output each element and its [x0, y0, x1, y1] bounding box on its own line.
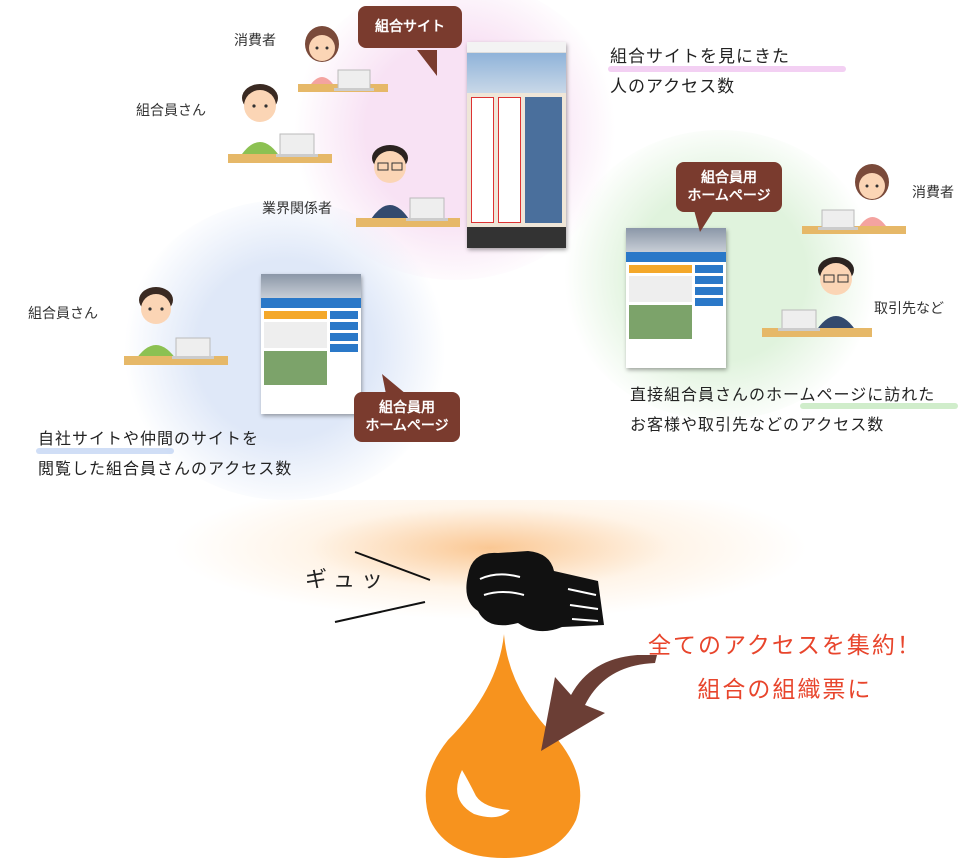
- conclusion-line1: 全てのアクセスを集約！: [648, 633, 922, 659]
- caption-top-right-line1: 組合サイトを見にきた: [610, 47, 790, 67]
- curved-arrow-icon: [541, 655, 657, 751]
- caption-right-line2: お客様や取引先などのアクセス数: [630, 415, 885, 434]
- highlight-right: [800, 403, 958, 409]
- label-consumer-right: 消費者: [912, 185, 954, 201]
- caption-top-right-line2: 人のアクセス数: [610, 77, 736, 97]
- label-consumer-top: 消費者: [234, 33, 276, 49]
- client-figure-right: [758, 252, 878, 344]
- bubble-union-site-tail: [417, 50, 437, 76]
- union-site-screenshot: [467, 42, 566, 248]
- conclusion-text: 全てのアクセスを集約！ 組合の組織票に: [648, 624, 922, 712]
- fist-icon: [466, 551, 604, 632]
- caption-top-right: 組合サイトを見にきた 人のアクセス数: [610, 42, 790, 102]
- bubble-member-hp-right: 組合員用 ホームページ: [676, 162, 782, 212]
- bubble-union-site: 組合サイト: [358, 6, 462, 48]
- bubble-member-hp-right-tail: [694, 210, 714, 232]
- member-figure-top-left: [222, 78, 342, 173]
- highlight-top-right: [608, 66, 846, 72]
- caption-right-line1: 直接組合員さんのホームページに訪れた: [630, 385, 936, 404]
- highlight-left: [36, 448, 174, 454]
- bubble-member-hp-left: 組合員用 ホームページ: [354, 392, 460, 442]
- label-member-top-left: 組合員さん: [136, 103, 206, 119]
- consumer-figure-top: [290, 22, 400, 102]
- caption-right: 直接組合員さんのホームページに訪れた お客様や取引先などのアクセス数: [630, 380, 935, 440]
- member-hp-right-screenshot: [626, 228, 726, 368]
- label-industry: 業界関係者: [262, 201, 332, 217]
- member-hp-left-screenshot: [261, 274, 361, 414]
- label-member-left: 組合員さん: [28, 306, 98, 322]
- caption-left-line2: 閲覧した組合員さんのアクセス数: [38, 459, 293, 478]
- caption-left-line1: 自社サイトや仲間のサイトを: [38, 429, 260, 448]
- label-client-right: 取引先など: [874, 301, 944, 317]
- member-figure-left: [120, 282, 240, 377]
- bubble-member-hp-right-line2: ホームページ: [687, 188, 771, 204]
- bubble-member-hp-left-line2: ホームページ: [365, 418, 449, 434]
- bubble-member-hp-left-tail: [382, 374, 406, 394]
- motion-lines: [334, 551, 431, 623]
- consumer-figure-right: [800, 160, 910, 242]
- caption-left: 自社サイトや仲間のサイトを 閲覧した組合員さんのアクセス数: [38, 424, 292, 484]
- drop-icon: [425, 634, 581, 858]
- bubble-member-hp-right-line1: 組合員用: [701, 170, 757, 186]
- bubble-member-hp-left-line1: 組合員用: [379, 400, 435, 416]
- sound-effect-text: ギュッ: [305, 568, 390, 593]
- industry-figure: [350, 140, 470, 235]
- conclusion-line2: 組合の組織票に: [697, 677, 873, 703]
- bubble-union-site-text: 組合サイト: [375, 19, 445, 35]
